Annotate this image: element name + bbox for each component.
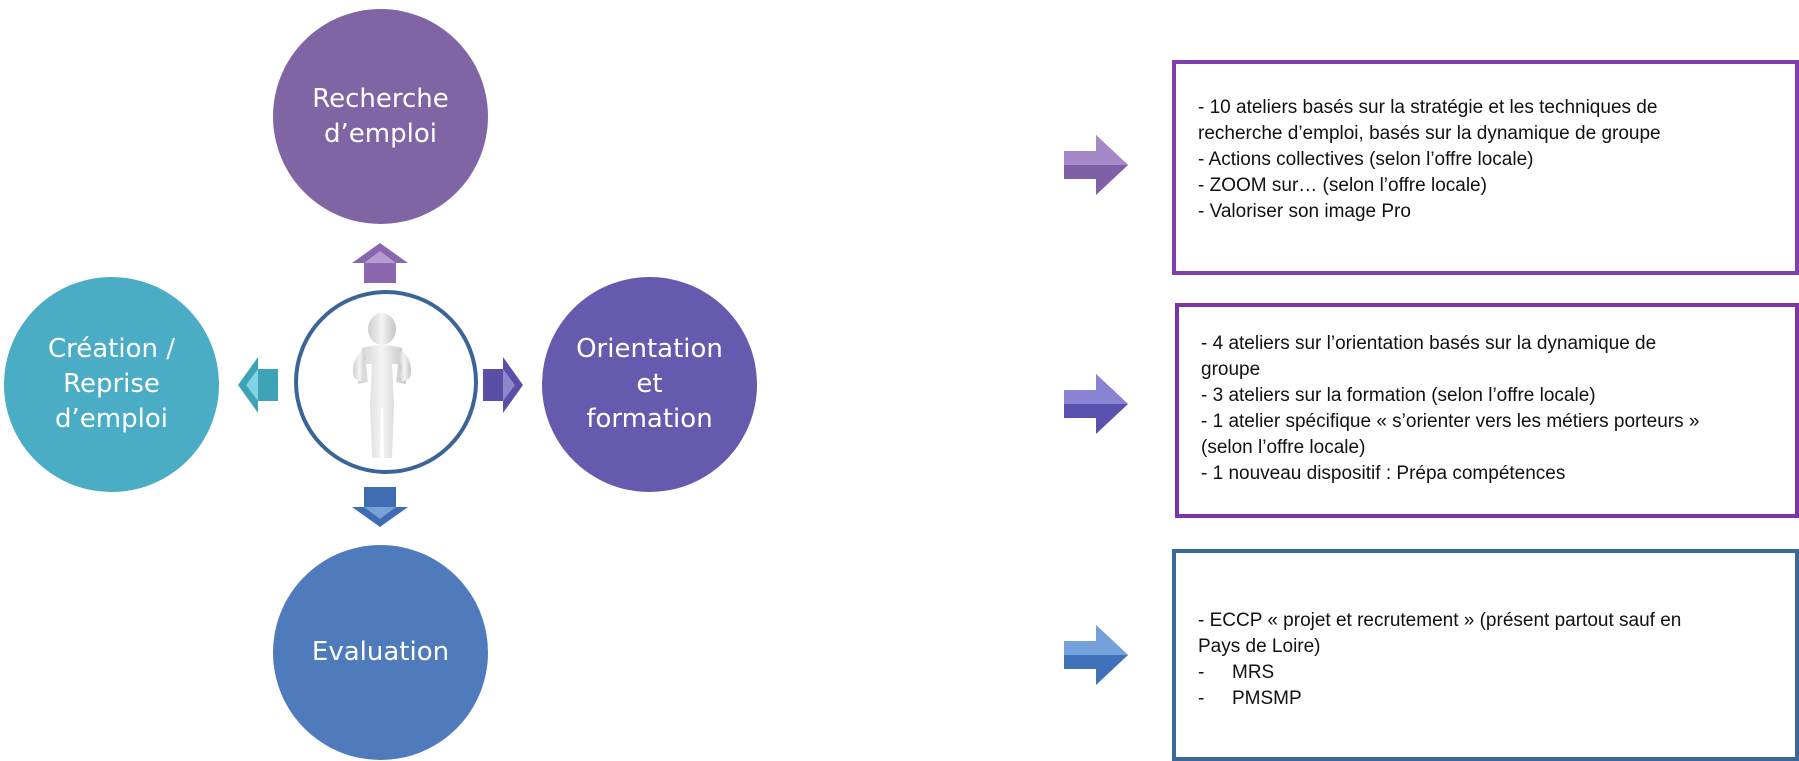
arrow-left-icon [238, 357, 278, 413]
panel-bullet: - PMSMP [1198, 686, 1775, 712]
circle-creation-reprise: Création / Reprise d’emploi [4, 277, 219, 492]
circle-label: Recherche d’emploi [312, 83, 449, 149]
arrow-right-icon [483, 357, 523, 413]
arrow-right-icon [1064, 135, 1128, 195]
panel-line: - 1 atelier spécifique « s’orienter vers… [1201, 411, 1700, 432]
circle-label: Création / Reprise d’emploi [47, 334, 176, 434]
circle-label: Evaluation [311, 637, 450, 667]
person-figure-icon [353, 313, 411, 458]
panel-line: - 10 ateliers basés sur la stratégie et … [1198, 97, 1658, 118]
bullet-dash: - [1198, 662, 1205, 683]
circle-evaluation: Evaluation [273, 545, 488, 760]
panel-line: - ZOOM sur… (selon l’offre locale) [1198, 175, 1487, 196]
circle-recherche-emploi: Recherche d’emploi [273, 9, 488, 224]
panel-recherche-emploi: - 10 ateliers basés sur la stratégie et … [1172, 60, 1799, 275]
panel-line: groupe [1201, 359, 1261, 380]
bullet-text: MRS [1232, 662, 1275, 683]
panel-line: - 1 nouveau dispositif : Prépa compétenc… [1201, 463, 1566, 484]
circle-orientation-formation: Orientation et formation [542, 277, 757, 492]
bullet-text: PMSMP [1232, 688, 1302, 709]
arrow-right-icon [1064, 374, 1128, 434]
panel-line: - Actions collectives (selon l’offre loc… [1198, 149, 1534, 170]
bullet-dash: - [1198, 688, 1205, 709]
panel-line: recherche d’emploi, basés sur la dynamiq… [1198, 123, 1661, 144]
panel-line: (selon l’offre locale) [1201, 437, 1366, 458]
panel-line: - Valoriser son image Pro [1198, 201, 1411, 222]
panel-bullet: - MRS [1198, 660, 1775, 686]
arrow-up-icon [352, 243, 408, 283]
panel-evaluation: - ECCP « projet et recrutement » (présen… [1172, 549, 1799, 761]
panel-line: Pays de Loire) [1198, 636, 1321, 657]
panel-orientation-formation: - 4 ateliers sur l’orientation basés sur… [1175, 303, 1799, 518]
panel-line: - 4 ateliers sur l’orientation basés sur… [1201, 333, 1657, 354]
panel-line: - 3 ateliers sur la formation (selon l’o… [1201, 385, 1596, 406]
circle-label: Orientation et formation [576, 334, 723, 434]
panel-line: - ECCP « projet et recrutement » (présen… [1198, 610, 1682, 631]
arrow-right-icon [1064, 625, 1128, 685]
arrow-down-icon [352, 487, 408, 527]
